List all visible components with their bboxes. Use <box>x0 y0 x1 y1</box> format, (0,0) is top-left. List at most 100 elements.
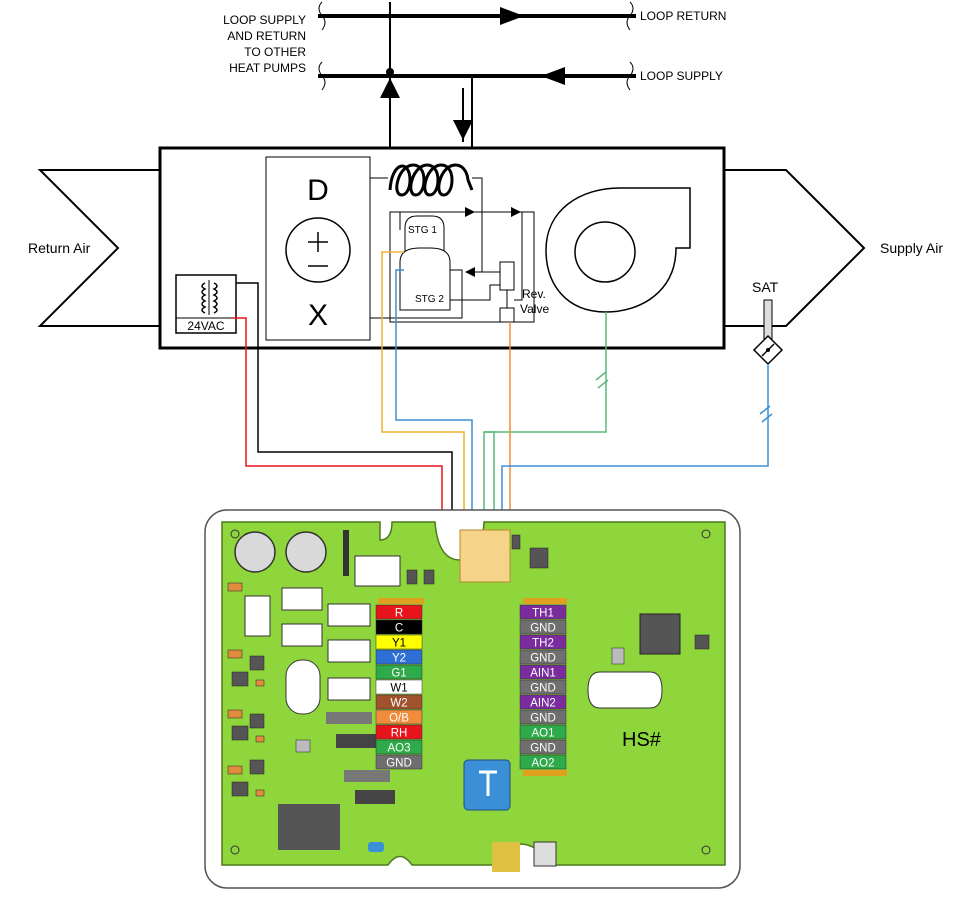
mounting-slot <box>285 659 321 715</box>
terminal-gnd: GND <box>519 619 567 635</box>
supply-air-label: Supply Air <box>880 240 943 256</box>
terminal-label: GND <box>530 653 556 665</box>
terminal-label: GND <box>530 743 556 755</box>
sat-label: SAT <box>752 279 779 295</box>
terminal-label: R <box>395 608 403 620</box>
supply-air-duct <box>724 169 866 327</box>
jumper-header <box>523 770 567 776</box>
terminal-w2: W2 <box>375 694 423 710</box>
flow-arrow-right <box>500 7 524 25</box>
mounting-slot <box>587 671 663 709</box>
relay-icon <box>327 677 371 701</box>
terminal-label: GND <box>530 713 556 725</box>
stg1-label: STG 1 <box>408 225 437 236</box>
pin-header <box>492 842 520 872</box>
reversing-valve-icon: Rev. Valve <box>499 261 549 323</box>
header-connector <box>459 529 511 583</box>
terminal-r: R <box>375 604 423 620</box>
dx-label-x: X <box>308 299 328 332</box>
terminal-ain1: AIN1 <box>519 664 567 680</box>
return-air-label: Return Air <box>28 240 91 256</box>
rev-valve-label-1: Rev. <box>522 287 546 301</box>
terminal-y1: Y1 <box>375 634 423 650</box>
capacitor-icon <box>234 531 276 573</box>
terminal-label: AO1 <box>531 728 554 740</box>
ic-chip <box>355 790 395 804</box>
sat-sensor-icon: SAT <box>752 279 784 366</box>
resistor-array <box>326 712 372 724</box>
loop-other-label-3: TO OTHER <box>244 45 306 59</box>
terminal-label: AIN1 <box>530 668 556 680</box>
terminal-rh: RH <box>375 724 423 740</box>
stg2-label: STG 2 <box>415 294 444 305</box>
relay-icon <box>327 603 371 627</box>
terminal-label: Y2 <box>392 653 406 665</box>
capacitor-icon <box>285 531 327 573</box>
relay-icon <box>244 595 271 637</box>
terminal-ob: O/B <box>375 709 423 725</box>
terminal-th1: TH1 <box>519 604 567 620</box>
terminal-label: AIN2 <box>530 698 556 710</box>
dx-label-d: D <box>307 174 329 207</box>
terminal-ao2: AO2 <box>519 754 567 770</box>
relay-icon <box>281 623 323 647</box>
loop-return-label: LOOP RETURN <box>640 9 726 23</box>
terminal-c: C <box>375 619 423 635</box>
terminal-label: GND <box>530 623 556 635</box>
loop-other-label-1: LOOP SUPPLY <box>223 13 306 27</box>
terminal-gnd: GND <box>519 709 567 725</box>
loop-other-label-2: AND RETURN <box>227 29 306 43</box>
relay-icon <box>281 587 323 611</box>
terminal-ain2: AIN2 <box>519 694 567 710</box>
resistor-array <box>344 770 390 782</box>
terminal-y2: Y2 <box>375 649 423 665</box>
terminal-gnd: GND <box>375 754 423 770</box>
controller-board: HS# <box>204 509 741 889</box>
flow-arrow-left <box>541 67 565 85</box>
board-id-label: HS# <box>622 729 662 751</box>
dx-panel: D X <box>265 156 371 341</box>
terminal-label: W1 <box>390 683 407 695</box>
terminal-th2: TH2 <box>519 634 567 650</box>
jumper-header <box>378 598 424 604</box>
blower-fan-icon <box>545 187 691 313</box>
terminal-label: W2 <box>390 698 407 710</box>
terminal-label: G1 <box>391 668 406 680</box>
terminal-label: GND <box>530 683 556 695</box>
terminal-label: TH1 <box>532 608 554 620</box>
transformer: 24VAC <box>175 274 237 334</box>
transformer-label: 24VAC <box>187 319 224 333</box>
coil-icon <box>388 163 474 197</box>
return-air-duct <box>37 169 161 327</box>
terminal-g1: G1 <box>375 664 423 680</box>
terminal-ao3: AO3 <box>375 739 423 755</box>
relay-icon <box>327 639 371 663</box>
terminal-label: C <box>395 623 403 635</box>
refrigerant-circuit <box>370 177 535 323</box>
smd-components <box>227 534 710 797</box>
loop-supply-label: LOOP SUPPLY <box>640 69 723 83</box>
terminal-label: Y1 <box>392 638 406 650</box>
led-icon <box>368 842 384 852</box>
loop-other-label-4: HEAT PUMPS <box>229 61 306 75</box>
ic-chip <box>336 734 376 748</box>
terminal-label: O/B <box>389 713 409 725</box>
terminal-w1: W1 <box>375 679 423 695</box>
terminal-label: AO3 <box>387 743 410 755</box>
terminal-label: RH <box>391 728 408 740</box>
microcontroller-chip <box>639 613 681 655</box>
jumper-pins <box>533 841 557 867</box>
terminal-ao1: AO1 <box>519 724 567 740</box>
terminal-label: AO2 <box>531 758 554 770</box>
compressor-icon: STG 1 STG 2 <box>399 215 451 311</box>
terminal-gnd: GND <box>519 649 567 665</box>
wire-breaks <box>595 371 773 423</box>
terminal-label: GND <box>386 758 412 770</box>
rev-valve-label-2: Valve <box>520 302 549 316</box>
jumper-header <box>523 598 567 604</box>
pin-header-block <box>278 804 340 850</box>
terminal-label: TH2 <box>532 638 554 650</box>
